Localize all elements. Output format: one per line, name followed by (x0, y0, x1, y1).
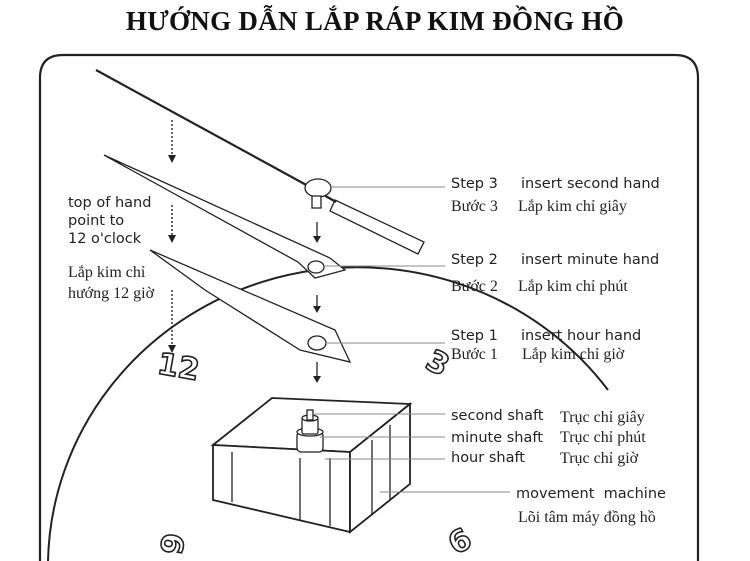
dial-number-3: 3 (420, 343, 455, 384)
step-1-vi-label: Bước 1 (451, 346, 498, 363)
second-shaft-label: second shaft (451, 408, 544, 424)
hour-shaft-vi: Trục chỉ giờ (560, 450, 639, 467)
step-3-vi-action: Lắp kim chỉ giây (518, 198, 627, 215)
step-1-label: Step 1 (451, 328, 498, 344)
dial-number-6: 6 (442, 522, 478, 561)
step-2-label: Step 2 (451, 252, 498, 268)
second-shaft-vi: Trục chỉ giây (560, 409, 645, 426)
movement-vi: Lõi tâm máy đồng hồ (518, 509, 656, 526)
step-2-vi-label: Bước 2 (451, 278, 498, 295)
step-2-action: insert minute hand (521, 252, 659, 268)
center-arrows (313, 222, 321, 383)
step-3-action: insert second hand (521, 176, 660, 192)
minute-shaft-label: minute shaft (451, 430, 543, 446)
note-en-line-3: 12 o'clock (68, 231, 142, 247)
note-en-line-2: point to (68, 213, 124, 229)
minute-shaft-vi: Trục chỉ phút (560, 429, 646, 446)
step-1-vi-action: Lắp kim chỉ giờ (522, 346, 625, 363)
hour-shaft-label: hour shaft (451, 450, 525, 466)
dial-number-9: 9 (155, 531, 193, 558)
minute-hand (104, 155, 345, 278)
step-3-vi-label: Bước 3 (451, 198, 498, 215)
note-vi-line-2: hướng 12 giờ (68, 285, 155, 302)
step-1-action: insert hour hand (521, 328, 641, 344)
note-en-line-1: top of hand (68, 195, 151, 211)
movement-label: movement machine (516, 486, 666, 502)
dial-number-12: 12 (155, 347, 202, 389)
note-vi-line-1: Lắp kim chỉ (68, 264, 146, 281)
step-2-vi-action: Lắp kim chỉ phút (518, 278, 628, 295)
alignment-arrow (168, 120, 176, 353)
step-3-label: Step 3 (451, 176, 498, 192)
